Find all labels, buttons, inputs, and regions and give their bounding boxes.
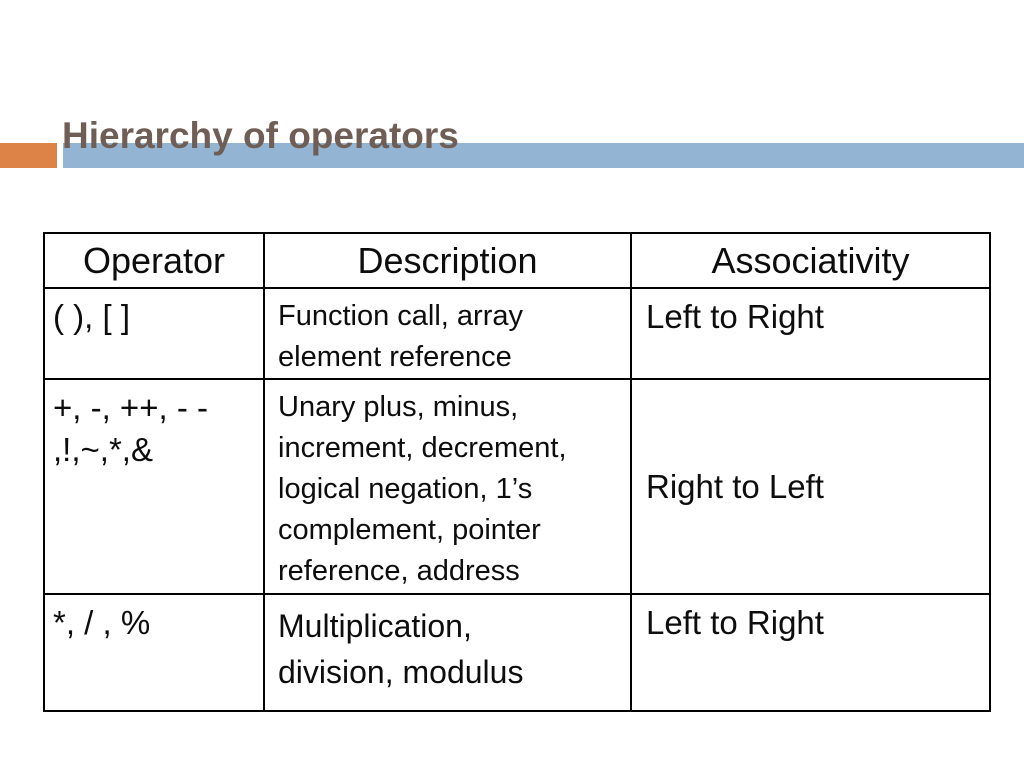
table-header-row: Operator Description Associativity [43, 232, 991, 289]
header-cell-description: Description [263, 232, 632, 289]
cell-associativity: Left to Right [630, 593, 991, 712]
title-accent-orange-bar [0, 143, 57, 168]
cell-operator: *, / , % [43, 593, 265, 712]
title-accent-blue-bar [63, 143, 1024, 168]
operators-table: Operator Description Associativity ( ), … [43, 232, 991, 712]
cell-operator: +, -, ++, - - ,!,~,*,& [43, 378, 265, 595]
table-row-parentheses: ( ), [ ] Function call, array element re… [43, 287, 991, 380]
cell-operator: ( ), [ ] [43, 287, 265, 380]
header-cell-associativity: Associativity [630, 232, 991, 289]
table-row-unary: +, -, ++, - - ,!,~,*,& Unary plus, minus… [43, 378, 991, 595]
slide-title: Hierarchy of operators [62, 115, 459, 156]
cell-description: Function call, array element reference [263, 287, 632, 380]
cell-description: Unary plus, minus, increment, decrement,… [263, 378, 632, 595]
header-cell-operator: Operator [43, 232, 265, 289]
cell-description: Multiplication, division, modulus [263, 593, 632, 712]
cell-associativity: Left to Right [630, 287, 991, 380]
cell-associativity: Right to Left [630, 378, 991, 595]
table-row-multiplicative: *, / , % Multiplication, division, modul… [43, 593, 991, 712]
